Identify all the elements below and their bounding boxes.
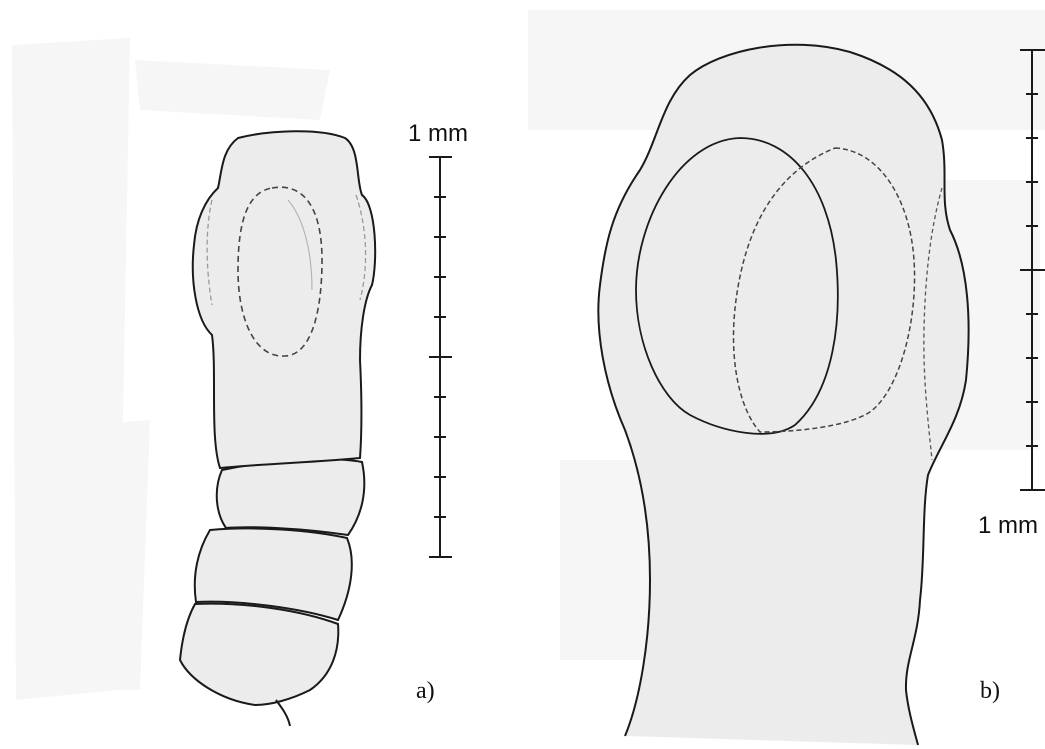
panel-b-body-outline — [598, 45, 968, 745]
panel-a-segment-lower-1 — [217, 459, 365, 535]
panel-b-scale-label: 1 mm — [978, 512, 1038, 540]
panel-a-label: a) — [416, 678, 435, 705]
panel-a-scale-label: 1 mm — [408, 120, 468, 148]
panel-a-head-outline — [193, 131, 375, 468]
panel-b-label: b) — [980, 678, 1000, 705]
